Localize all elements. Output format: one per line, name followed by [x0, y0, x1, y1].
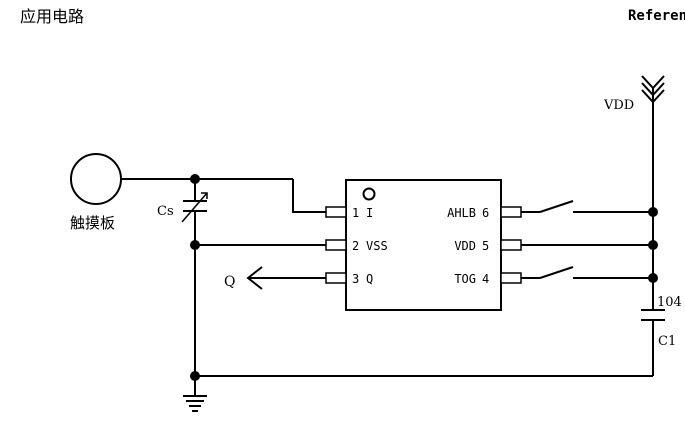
junction-dot	[190, 240, 200, 250]
pin3-name: Q	[366, 272, 373, 286]
pin5-number: 5	[482, 239, 489, 253]
page-title: 应用电路	[20, 7, 84, 26]
pin1-name: I	[366, 206, 373, 220]
pin6-pad	[500, 206, 522, 218]
q-output-label: Q	[224, 274, 235, 290]
junction-dot	[648, 207, 658, 217]
pin3-number: 3	[352, 272, 359, 286]
cs-label: Cs	[157, 204, 174, 219]
c1-value-label: 104	[657, 295, 682, 310]
c1-name-label: C1	[658, 334, 676, 349]
pin4-number: 4	[482, 272, 489, 286]
junction-dot	[190, 371, 200, 381]
pin1-wire	[292, 179, 326, 213]
pin2-name: VSS	[366, 239, 388, 253]
pin5-name: VDD	[454, 239, 476, 253]
pin1-pad	[325, 206, 347, 218]
junction-dot	[648, 273, 658, 283]
pin2-number: 2	[352, 239, 359, 253]
pin3-pad	[325, 272, 347, 284]
tog-switch	[521, 266, 653, 279]
output-arrow-icon	[246, 266, 263, 290]
capacitor-cs	[181, 192, 208, 223]
touch-pad-icon	[70, 153, 122, 205]
vdd-label: VDD	[603, 98, 634, 113]
ground-icon	[183, 395, 207, 412]
touch-pad-label: 触摸板	[70, 214, 115, 232]
pin6-number: 6	[482, 206, 489, 220]
pin4-name: TOG	[454, 272, 476, 286]
pin2-pad	[325, 239, 347, 251]
reference-text: Referen	[628, 8, 685, 24]
junction-dot	[648, 240, 658, 250]
capacitor-c1	[641, 309, 665, 321]
junction-dot	[190, 174, 200, 184]
ahlb-switch	[521, 200, 653, 213]
pin5-pad	[500, 239, 522, 251]
pin4-pad	[500, 272, 522, 284]
pin1-number: 1	[352, 206, 359, 220]
pin1-marker-icon	[362, 187, 376, 201]
pin6-name: AHLB	[447, 206, 476, 220]
